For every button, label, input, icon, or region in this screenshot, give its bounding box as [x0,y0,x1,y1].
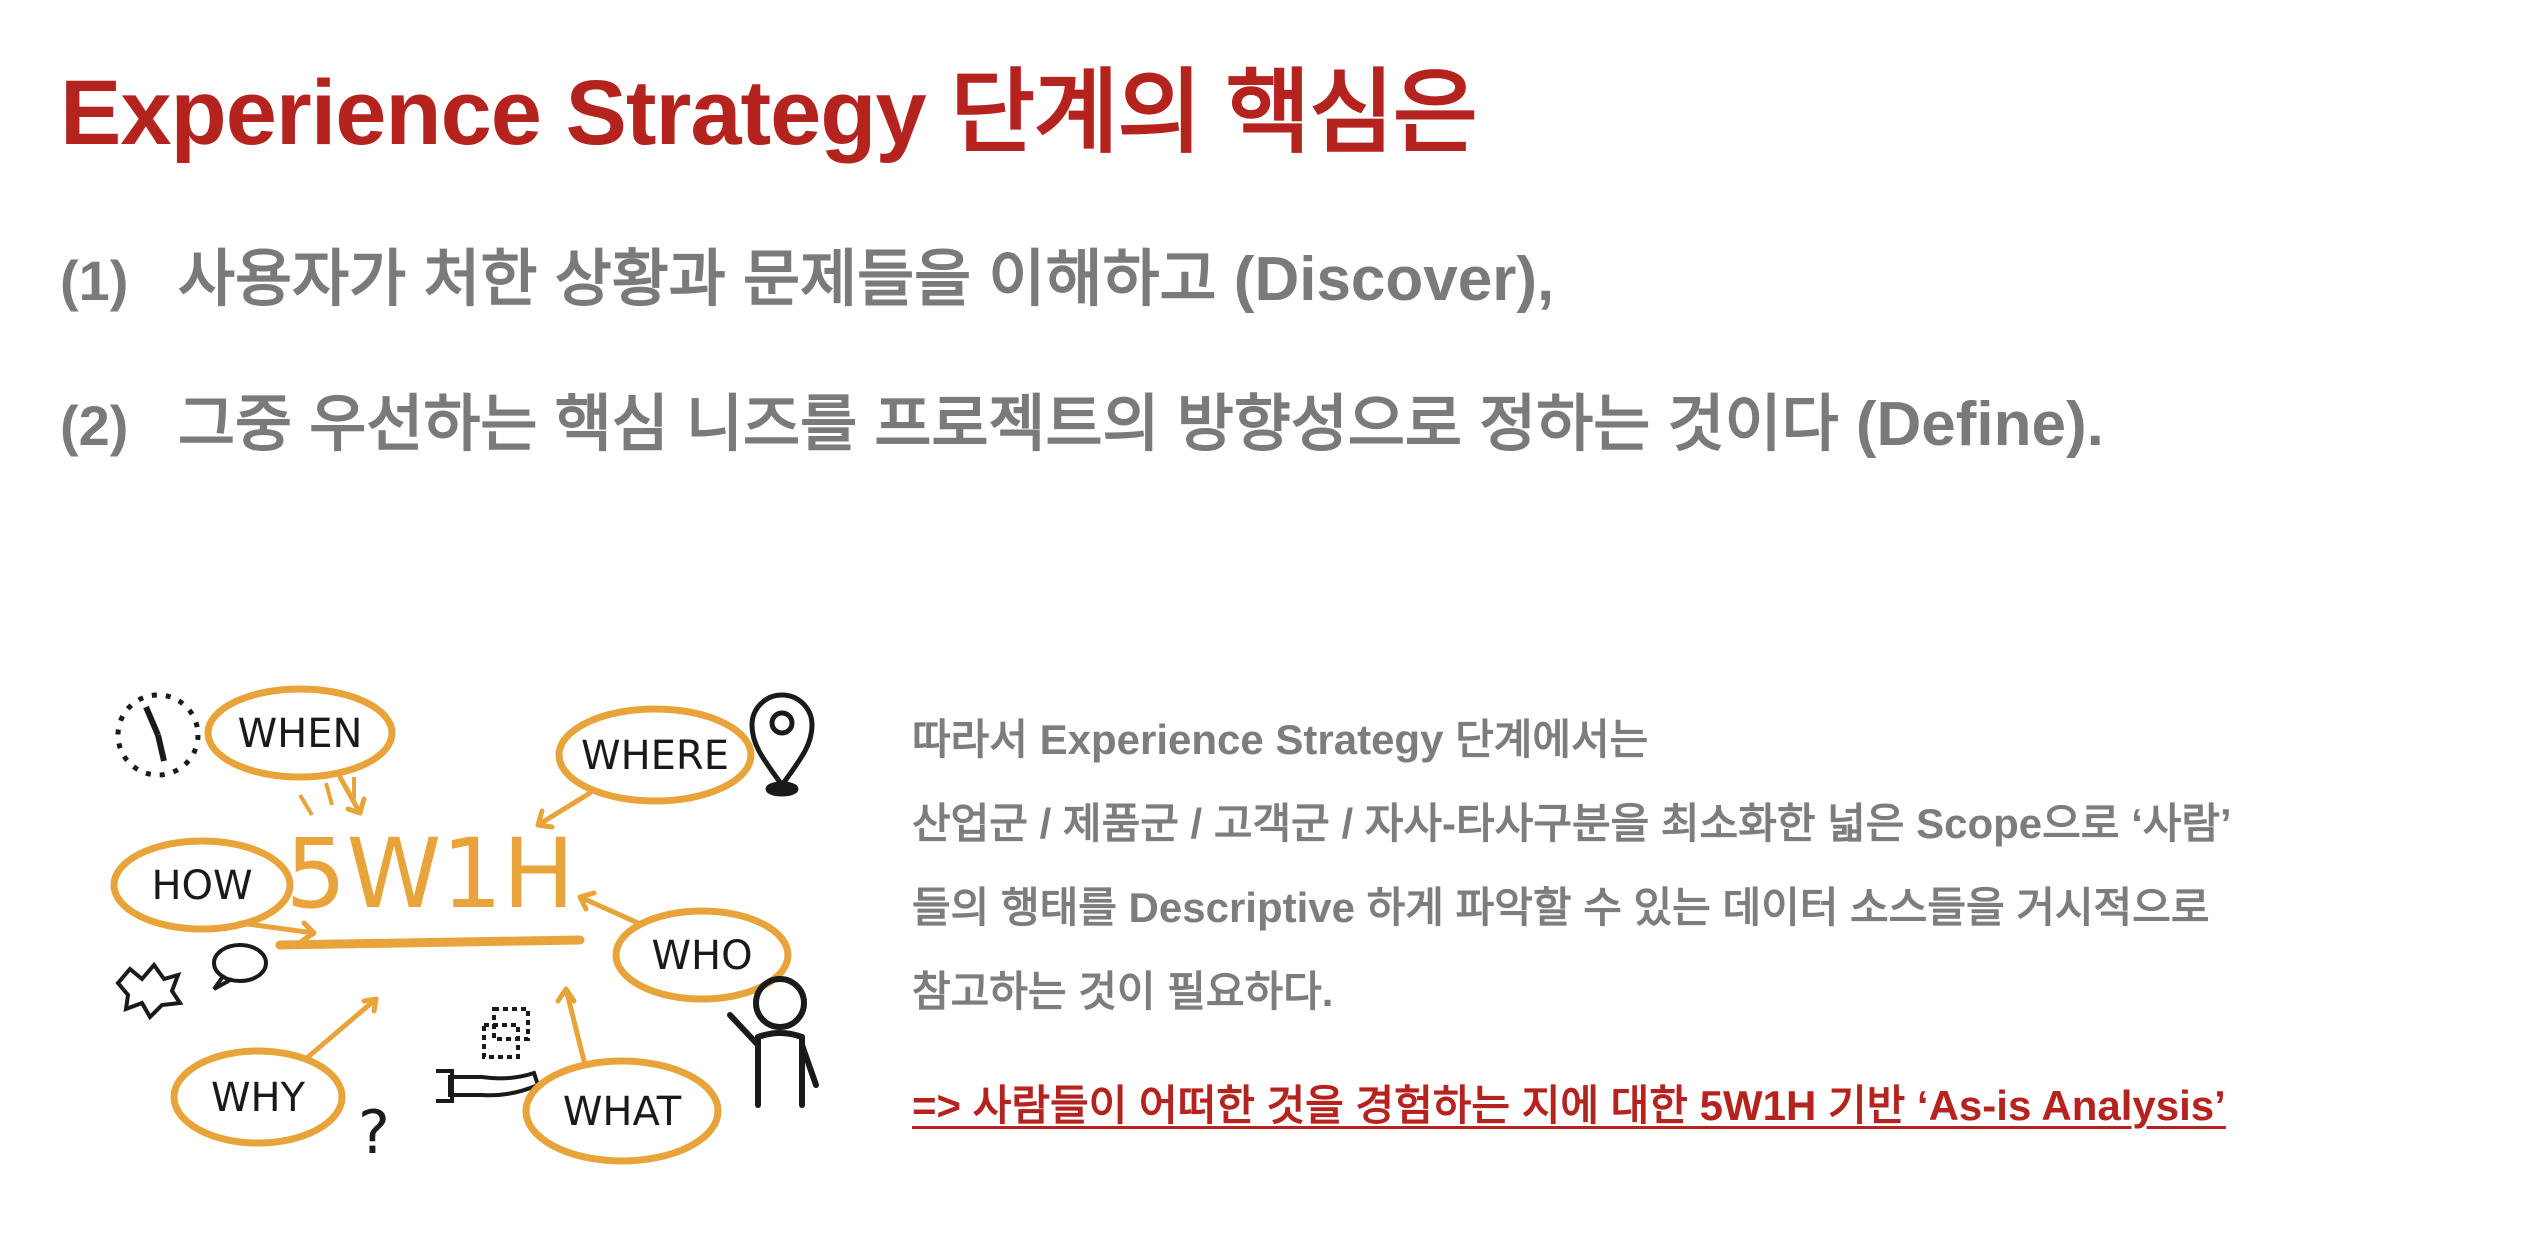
point-1-number: (1) [60,249,129,312]
point-2: (2) 그중 우선하는 핵심 니즈를 프로젝트의 방향성으로 정하는 것이다 (D… [60,373,2104,463]
where-label: WHERE [581,733,729,779]
5w1h-diagram: WHEN WHERE HOW 5W1H [110,685,819,1168]
location-pin-icon [749,692,815,797]
where-bubble: WHERE [555,705,755,805]
hand-with-box-icon [436,1007,541,1103]
when-label: WHEN [238,711,363,757]
why-label: WHY [211,1075,306,1121]
center-label: 5W1H [285,818,574,930]
point-2-number: (2) [60,394,129,457]
body-line-4: 참고하는 것이 필요하다. [912,968,1334,1015]
how-label: HOW [151,863,252,909]
point-2-text: 그중 우선하는 핵심 니즈를 프로젝트의 방향성으로 정하는 것이다 (Defi… [178,390,2104,459]
who-bubble: WHO [612,907,792,1003]
what-label: WHAT [563,1089,682,1135]
arrows [237,774,641,1064]
slide-title: Experience Strategy 단계의 핵심은 [60,62,1478,164]
body-line-3: 들의 행태를 Descriptive 하게 파악할 수 있는 데이터 소스들을 … [912,884,2210,931]
how-bubble: HOW [110,837,294,933]
conclusion-text: => 사람들이 어떠한 것을 경험하는 지에 대한 5W1H 기반 ‘As-is… [912,1082,2226,1129]
person-icon [727,976,819,1108]
clock-icon [115,692,201,778]
point-1: (1) 사용자가 처한 상황과 문제들을 이해하고 (Discover), [60,228,1554,318]
why-bubble: WHY [170,1047,346,1147]
question-mark: ? [358,1098,390,1168]
5w1h-illustration: WHEN WHERE HOW 5W1H [90,665,870,1205]
when-bubble: WHEN [204,685,396,781]
speech-bubbles-icon [115,943,268,1021]
what-bubble: WHAT [522,1057,722,1165]
body-line-2: 산업군 / 제품군 / 고객군 / 자사-타사구분을 최소화한 넓은 Scope… [912,800,2232,847]
body-paragraph: 따라서 Experience Strategy 단계에서는 산업군 / 제품군 … [912,698,2512,1034]
point-1-text: 사용자가 처한 상황과 문제들을 이해하고 (Discover), [178,245,1555,314]
body-line-1: 따라서 Experience Strategy 단계에서는 [912,716,1649,763]
who-label: WHO [651,933,752,979]
center-5w1h: 5W1H [275,777,585,950]
